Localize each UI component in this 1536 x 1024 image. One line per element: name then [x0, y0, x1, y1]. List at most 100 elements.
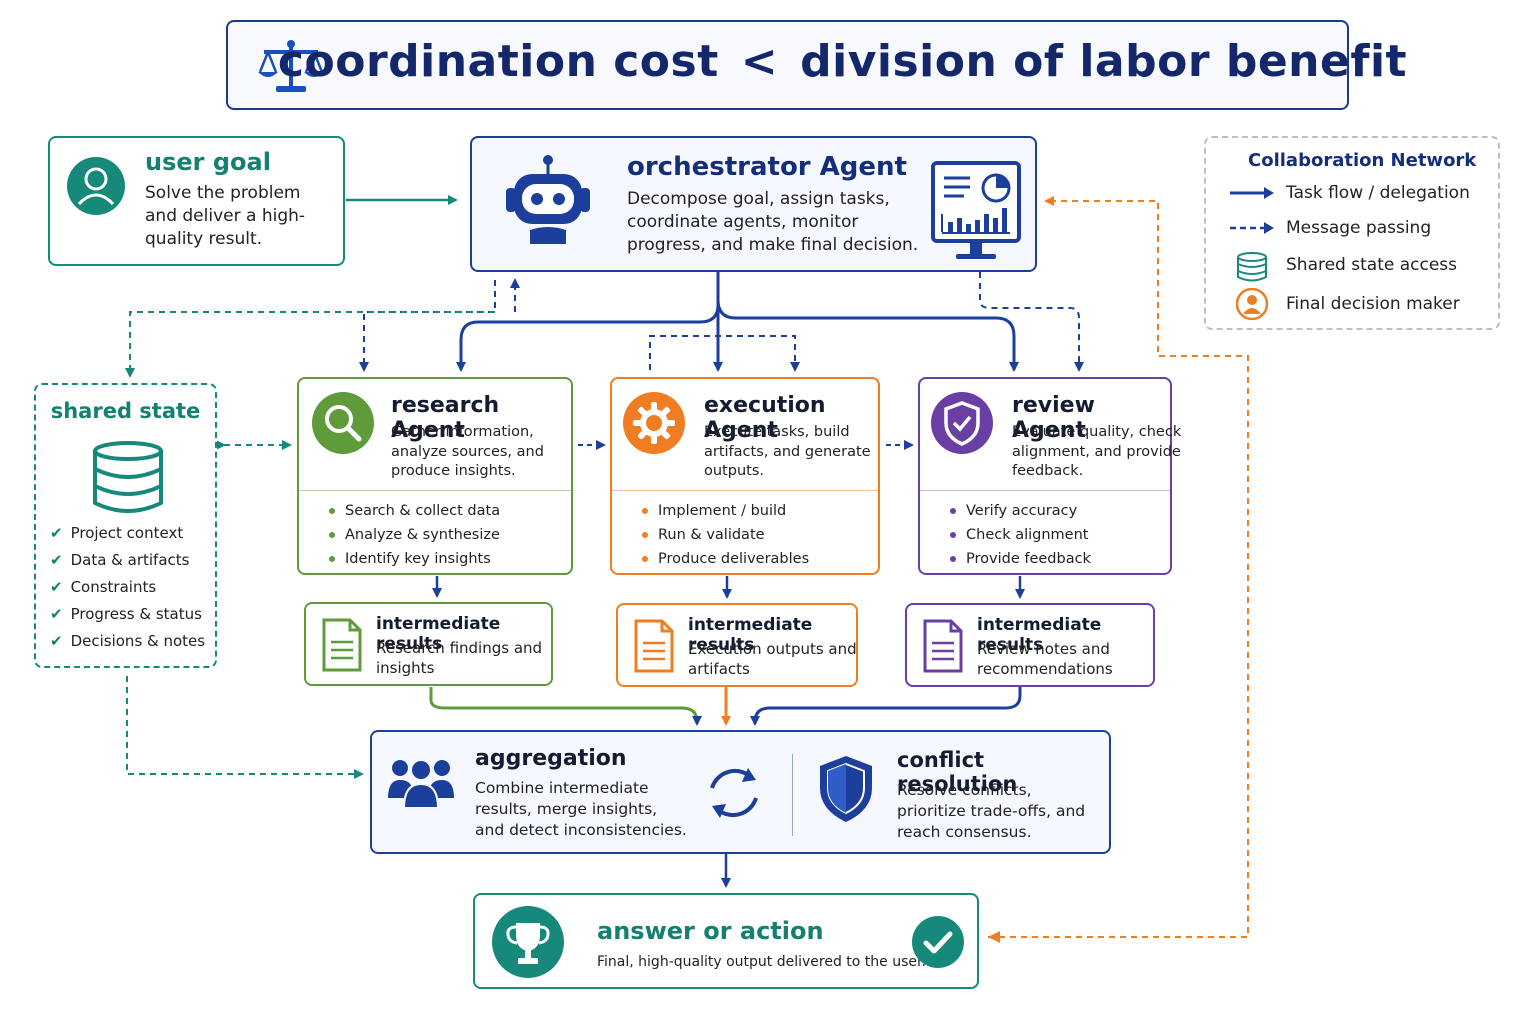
check-icon: ✔	[50, 604, 63, 623]
list-item: Provide feedback	[950, 547, 1091, 571]
arrow-inter1-to-agg	[429, 687, 702, 726]
check-icon: ✔	[50, 523, 63, 542]
check-icon: ✔	[50, 577, 63, 596]
scale-icon	[258, 40, 324, 92]
list-item: ✔Progress & status	[50, 604, 202, 623]
dashed-shared-to-agg	[126, 676, 364, 779]
research-task-list: Search & collect data Analyze & synthesi…	[329, 499, 500, 571]
gear-icon	[623, 392, 685, 454]
banner-title: coordination cost < division of labor be…	[278, 36, 1407, 87]
user-icon	[67, 157, 125, 215]
divider	[792, 754, 793, 836]
trophy-icon	[492, 906, 564, 978]
legend-item-final-decision: Final decision maker	[1286, 294, 1460, 314]
arrow-orch-to-review	[716, 272, 1019, 372]
execution-agent-desc: Execute tasks, build artifacts, and gene…	[704, 424, 871, 480]
execution-agent-title: execution Agent	[704, 393, 826, 443]
intermediate-desc: Review notes and recommendations	[977, 640, 1113, 679]
intermediate-desc: Execution outputs and artifacts	[688, 640, 857, 679]
intermediate-results-research: intermediate results Research findings a…	[304, 602, 553, 686]
answer-card: answer or action Final, high-quality out…	[473, 893, 979, 989]
list-item: Check alignment	[950, 523, 1091, 547]
list-item: Implement / build	[642, 499, 809, 523]
intermediate-title: intermediate results	[688, 615, 813, 655]
divider	[920, 490, 1170, 491]
dashed-orch-execution	[649, 335, 800, 372]
check-icon: ✔	[50, 550, 63, 569]
list-item: Search & collect data	[329, 499, 500, 523]
dashed-shared-to-orch	[125, 311, 495, 378]
list-item: ✔Project context	[50, 523, 184, 542]
list-item: ✔Decisions & notes	[50, 631, 206, 650]
list-item: Produce deliverables	[642, 547, 809, 571]
final-decision-user-icon	[1236, 288, 1268, 320]
conflict-desc: Resolve conflicts, prioritize trade-offs…	[897, 781, 1086, 841]
user-goal-title: user goal	[145, 148, 271, 176]
legend-item-message-passing: Message passing	[1286, 218, 1432, 238]
aggregation-desc: Combine intermediate results, merge insi…	[475, 779, 687, 839]
answer-title: answer or action	[597, 917, 824, 945]
shield-check-icon	[931, 392, 993, 454]
intermediate-results-review: intermediate results Review notes and re…	[905, 603, 1155, 687]
research-agent-card: research Agent Gather information, analy…	[297, 377, 573, 575]
dashed-arrow-icon	[1230, 222, 1274, 234]
solid-arrow-icon	[1230, 187, 1274, 199]
intermediate-title: intermediate results	[376, 614, 501, 654]
document-icon	[923, 619, 963, 673]
review-agent-desc: Evaluate quality, check alignment, and p…	[1012, 424, 1182, 480]
database-icon	[93, 441, 163, 513]
document-icon	[634, 619, 674, 673]
legend-item-task-flow: Task flow / delegation	[1286, 183, 1470, 203]
title-banner: coordination cost < division of labor be…	[226, 20, 1407, 110]
shared-state-list: ✔Project context ✔Data & artifacts ✔Cons…	[50, 519, 205, 654]
research-agent-desc: Gather information, analyze sources, and…	[391, 424, 544, 480]
divider	[299, 490, 571, 491]
banner-right: division of labor benefit	[800, 36, 1408, 87]
legend-item-shared-state: Shared state access	[1286, 255, 1458, 275]
dashed-orch-research	[359, 280, 496, 372]
list-item: Run & validate	[642, 523, 809, 547]
arrow-orch-to-research	[456, 272, 720, 372]
orchestrator-desc: Decompose goal, assign tasks, coordinate…	[627, 189, 919, 255]
list-item: ✔Constraints	[50, 577, 157, 596]
list-item: Identify key insights	[329, 547, 500, 571]
team-icon	[388, 759, 454, 809]
banner-operator: <	[740, 36, 779, 87]
execution-task-list: Implement / build Run & validate Produce…	[642, 499, 809, 571]
list-item: ✔Data & artifacts	[50, 550, 190, 569]
robot-icon	[506, 155, 590, 244]
document-icon	[322, 618, 362, 672]
research-agent-title: research Agent	[391, 393, 500, 443]
magnifier-icon	[312, 392, 374, 454]
execution-agent-card: execution Agent Execute tasks, build art…	[610, 377, 880, 575]
sync-icon	[710, 768, 758, 818]
orchestrator-card: orchestrator Agent Decompose goal, assig…	[470, 136, 1037, 272]
aggregation-card: aggregation Combine intermediate results…	[370, 730, 1111, 854]
banner-left: coordination cost	[277, 36, 719, 87]
intermediate-desc: Research findings and insights	[376, 639, 543, 678]
arrow-inter3-to-agg	[750, 687, 1022, 726]
list-item: Analyze & synthesize	[329, 523, 500, 547]
answer-desc: Final, high-quality output delivered to …	[597, 954, 926, 970]
divider	[612, 490, 878, 491]
legend-title: Collaboration Network	[1248, 150, 1477, 171]
list-item: Verify accuracy	[950, 499, 1091, 523]
dashed-orch-review	[979, 272, 1084, 372]
legend: Collaboration Network Task flow / delega…	[1204, 136, 1500, 330]
check-circle-icon	[912, 916, 964, 968]
shield-icon	[820, 756, 872, 822]
user-goal-desc: Solve the problem and deliver a high-qua…	[145, 183, 306, 249]
orchestrator-title: orchestrator Agent	[627, 152, 907, 182]
database-icon	[1237, 252, 1267, 282]
shared-state-panel: shared state ✔Project context ✔Data & ar…	[34, 383, 217, 668]
intermediate-results-execution: intermediate results Execution outputs a…	[616, 603, 858, 687]
aggregation-title: aggregation	[475, 746, 627, 771]
check-icon: ✔	[50, 631, 63, 650]
dashboard-monitor-icon	[931, 161, 1021, 259]
user-goal-card: user goal Solve the problem and deliver …	[48, 136, 345, 266]
intermediate-title: intermediate results	[977, 615, 1102, 655]
review-agent-card: review Agent Evaluate quality, check ali…	[918, 377, 1181, 575]
review-agent-title: review Agent	[1012, 393, 1095, 443]
review-task-list: Verify accuracy Check alignment Provide …	[950, 499, 1091, 571]
shared-state-title: shared state	[50, 399, 201, 423]
